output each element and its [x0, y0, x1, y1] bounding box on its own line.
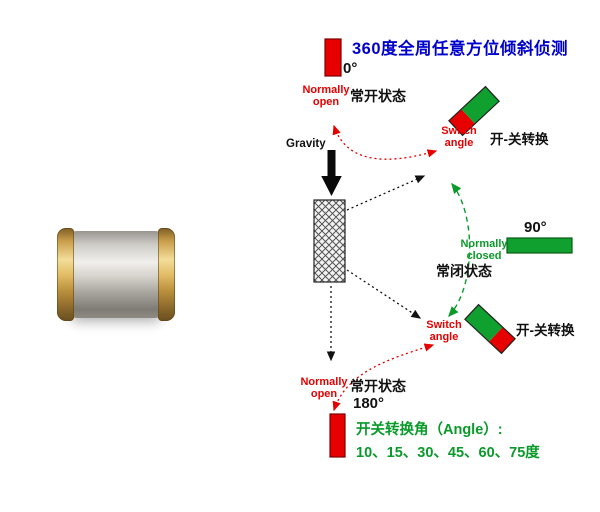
switch-indicator-180deg — [329, 413, 346, 458]
tilted-switch-lower — [464, 303, 516, 355]
gravity-arrow — [321, 150, 342, 196]
angle-note-values: 10、15、30、45、60、75度 — [356, 443, 540, 461]
closed-state-label: 常闭状态 — [436, 263, 492, 279]
angle-0-label: 0° — [343, 60, 357, 77]
sensor-symbol-crosshatch — [313, 199, 346, 283]
tilted-switch-lower-outline — [464, 303, 516, 355]
switch-transition-lower-label: 开-关转换 — [516, 322, 575, 338]
switch-indicator-0deg — [324, 38, 342, 77]
angle-note-title: 开关转换角（Angle）: — [356, 420, 503, 438]
sensor-brass-cap-right — [158, 228, 175, 321]
sensor-metal-body — [65, 231, 167, 318]
tilt-switch-product-photo — [57, 228, 175, 321]
angle-90-label: 90° — [524, 219, 547, 236]
normally-closed-label-line2: closed — [467, 250, 502, 262]
switch-transition-upper-label: 开-关转换 — [490, 131, 549, 147]
tilted-switch-lower-red-segment — [489, 327, 516, 354]
switch-angle-upper-label-line1: Switch — [441, 125, 477, 137]
switch-angle-upper-label-line2: angle — [445, 137, 474, 149]
switch-indicator-90deg — [506, 237, 573, 254]
black-dotted-arrow-sensor-to-upper — [346, 175, 426, 211]
tilted-switch-upper — [448, 85, 500, 137]
tilted-switch-lower-green-segment — [464, 304, 503, 342]
normally-closed-label-line1: Normally — [460, 238, 508, 250]
normally-open-top-label-line1: Normally — [302, 84, 350, 96]
normally-open-bottom-label-line1: Normally — [300, 376, 348, 388]
red-dotted-arrow-lower — [332, 343, 435, 412]
normally-open-bottom-label-line2: open — [311, 388, 338, 400]
switch-angle-lower-label-line1: Switch — [426, 319, 462, 331]
open-state-top-label: 常开状态 — [350, 88, 406, 104]
gravity-label: Gravity — [286, 138, 326, 150]
open-state-bottom-label: 常开状态 — [350, 378, 406, 394]
diagram-title: 360度全周任意方位倾斜侦测 — [352, 38, 568, 58]
red-dotted-arrow-upper — [332, 124, 438, 160]
sensor-brass-cap-left — [57, 228, 74, 321]
switch-angle-lower-label-line2: angle — [430, 331, 459, 343]
tilted-switch-upper-outline — [448, 85, 500, 137]
tilted-switch-upper-red-segment — [448, 109, 475, 136]
black-dotted-arrow-sensor-to-lower — [346, 269, 422, 319]
angle-180-label: 180° — [353, 395, 384, 412]
normally-open-top-label-line2: open — [313, 96, 340, 108]
tilted-switch-upper-green-segment — [461, 86, 500, 124]
